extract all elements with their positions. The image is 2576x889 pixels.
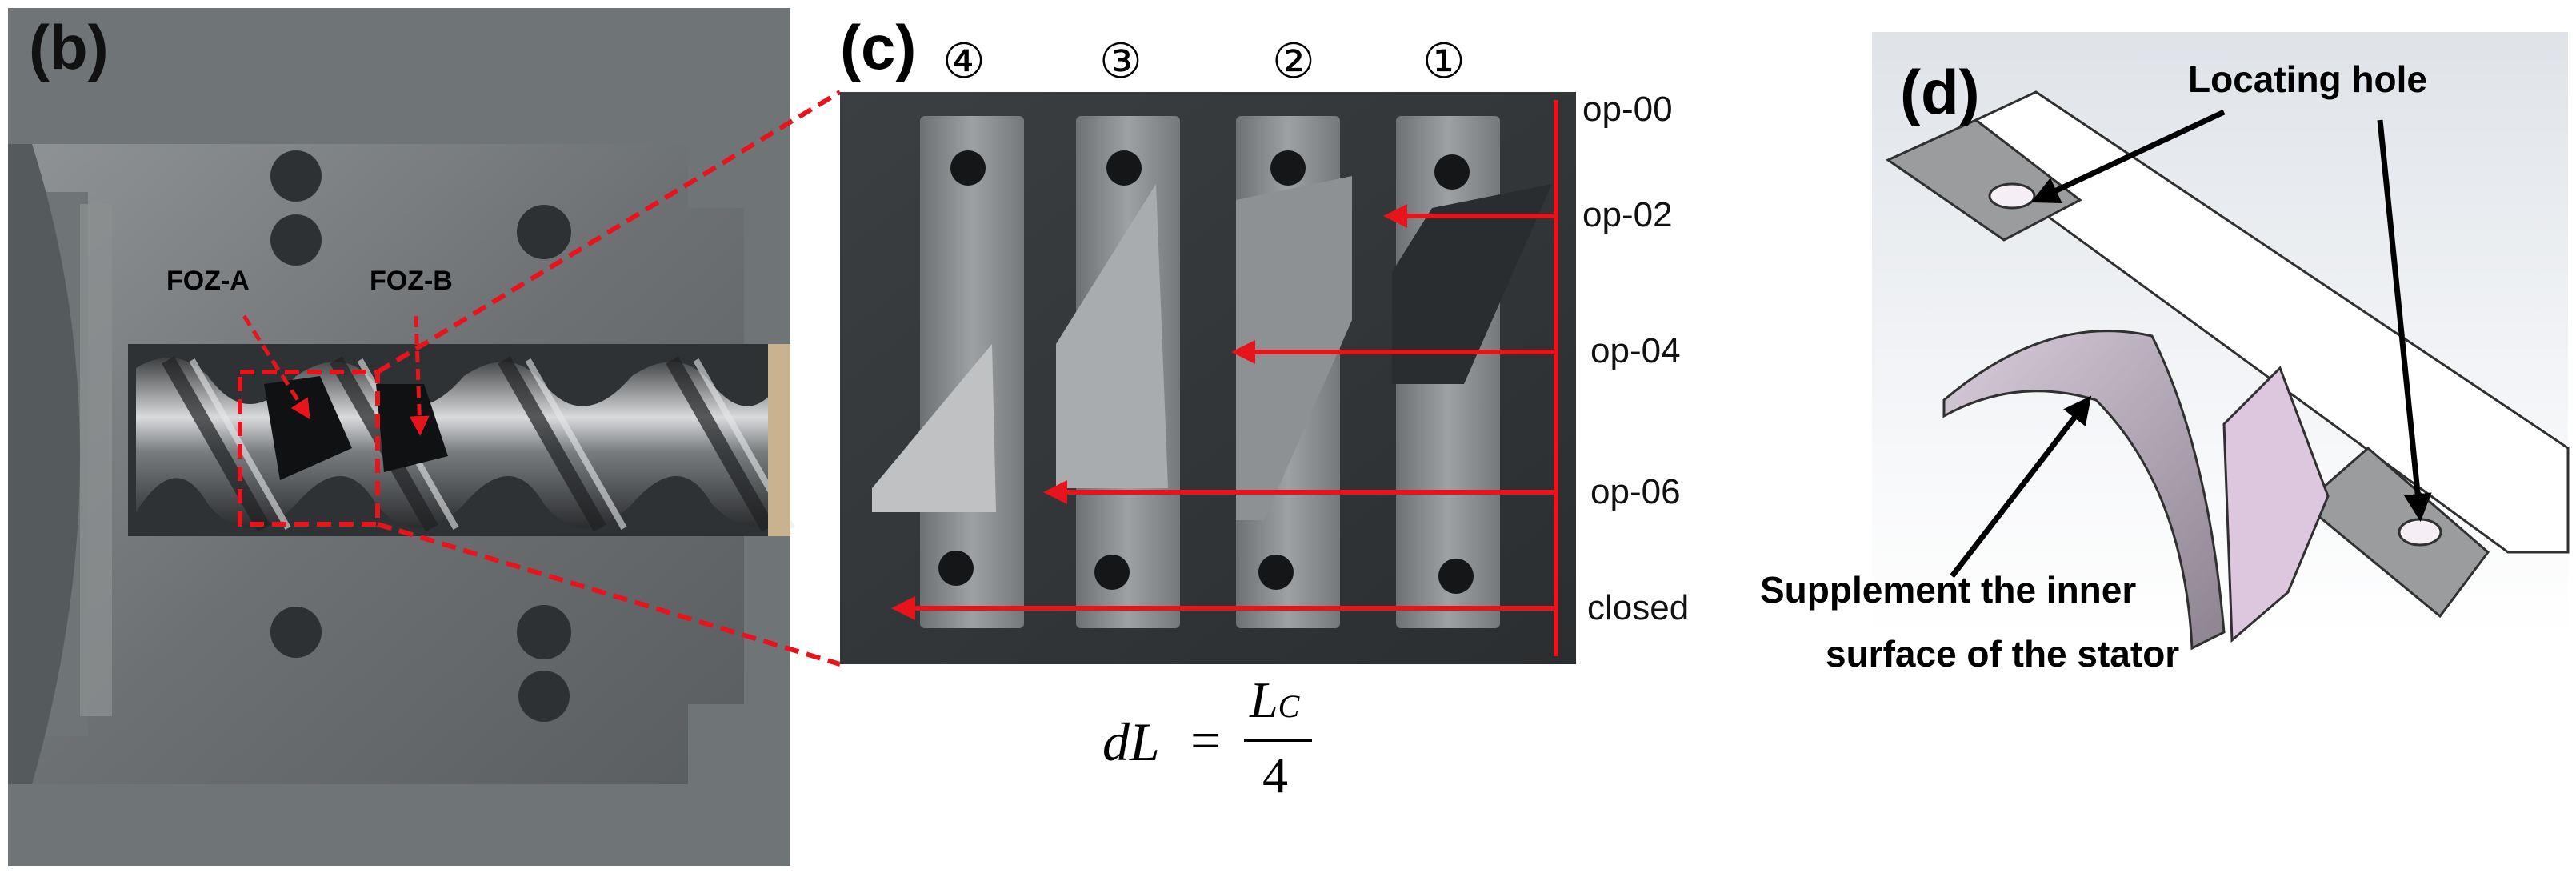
- label-op-02: op-02: [1582, 195, 1673, 234]
- foz-b-arrow: [409, 315, 430, 436]
- supplement-label-line1: Supplement the inner: [1760, 569, 2137, 611]
- panel-c-label: (c): [840, 12, 917, 82]
- formula-lhs: dL: [1102, 711, 1160, 772]
- sample-number-1: ①: [1422, 34, 1466, 90]
- label-op-06: op-06: [1590, 472, 1681, 511]
- formula-denominator: 4: [1262, 747, 1288, 803]
- supplement-arrow: [1950, 395, 2092, 579]
- locating-hole-label: Locating hole: [2188, 58, 2427, 100]
- formula-numerator: LC: [1250, 671, 1299, 730]
- label-closed: closed: [1587, 588, 1690, 627]
- panel-b-photo: [8, 8, 795, 866]
- formula-equals: =: [1190, 710, 1222, 771]
- panel-c-photo: [840, 92, 1576, 664]
- sample-number-4: ④: [942, 34, 986, 90]
- zoom-indicator: [238, 90, 842, 667]
- formula-numerator-sub: C: [1278, 688, 1300, 724]
- foz-a-arrow: [242, 314, 310, 420]
- panel-b-label: (b): [29, 12, 109, 82]
- formula-numerator-main: L: [1250, 671, 1278, 728]
- sample-number-2: ②: [1272, 34, 1315, 90]
- foz-b-label: FOZ-B: [370, 266, 453, 296]
- position-arrows: [891, 100, 1558, 656]
- panel-d-label: (d): [1900, 57, 1980, 127]
- locating-hole-arrow-left: [2030, 109, 2226, 203]
- panel-d-cad: [1872, 32, 2570, 651]
- locating-hole-arrow-right: [2377, 119, 2432, 522]
- label-op-04: op-04: [1590, 331, 1681, 370]
- supplement-label-line2: surface of the stator: [1826, 633, 2180, 675]
- foz-a-label: FOZ-A: [166, 266, 250, 296]
- label-op-00: op-00: [1582, 90, 1673, 129]
- sample-number-3: ③: [1099, 34, 1142, 90]
